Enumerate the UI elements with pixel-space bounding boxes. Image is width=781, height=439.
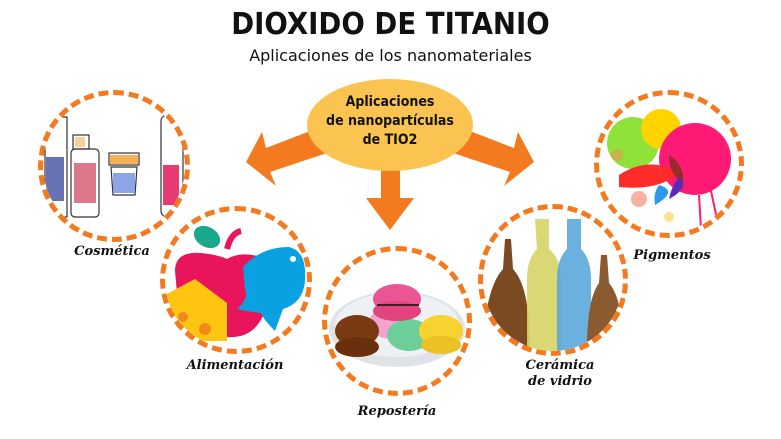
hub-line-1: Aplicaciones [345,94,435,110]
central-hub-text: Aplicaciones de nanopartículas de TIO2 [315,93,464,150]
food-apple-cheese-fish-icon [165,225,306,341]
paint-splash-icon [607,109,731,230]
macarons-plate-icon [329,284,465,367]
circle-reposteria [322,246,472,396]
hub-line-2: de nanopartículas [326,113,454,129]
circle-cosmetica [38,90,190,242]
arrow-right-icon [450,128,534,186]
page-title: DIOXIDO DE TITANIO [231,7,550,42]
label-reposteria: Repostería [357,404,437,419]
label-ceramica-line1: Cerámica [525,358,595,373]
glass-bottles-icon [483,219,623,351]
label-ceramica-vidrio: Cerámica de vidrio [510,358,610,390]
central-hub-ellipse [307,79,473,171]
label-cosmetica: Cosmética [74,244,150,259]
circle-alimentacion [160,206,312,354]
label-pigmentos: Pigmentos [633,248,711,263]
label-ceramica-line2: de vidrio [528,374,592,389]
hub-line-3: de TIO2 [362,132,418,148]
circle-ceramica-vidrio [478,204,628,356]
arrow-left-icon [246,128,330,186]
circle-pigmentos [594,90,744,238]
label-alimentacion: Alimentación [186,358,284,373]
page-subtitle: Aplicaciones de los nanomateriales [249,46,532,65]
cosmetics-bottles-icon [44,114,184,218]
arrow-down-icon [366,170,414,230]
